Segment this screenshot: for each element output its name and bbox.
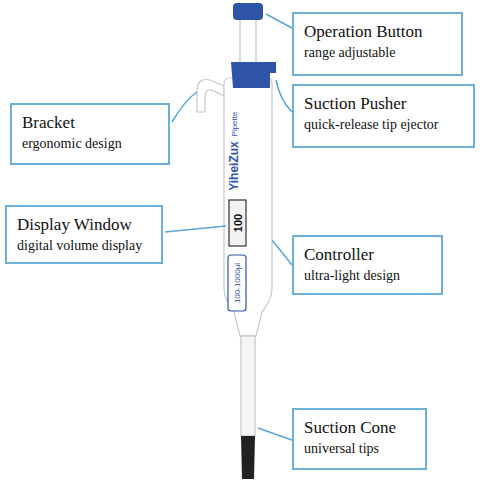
- part-feature: ergonomic design: [22, 134, 158, 153]
- part-feature: range adjustable: [304, 43, 451, 62]
- callout-box: Suction Coneuniversal tips: [292, 408, 427, 470]
- part-feature: universal tips: [304, 439, 415, 458]
- leader-line: [258, 428, 292, 440]
- part-name: Bracket: [22, 112, 158, 134]
- volume-digits: 100: [232, 214, 244, 232]
- volume-range: 100-1000μl: [233, 263, 242, 303]
- part-feature: ultra-light design: [304, 266, 431, 285]
- suction-cone: [241, 436, 255, 479]
- brand-name: YiheiZux: [227, 141, 241, 191]
- pipette-body: [224, 78, 272, 336]
- leader-line: [272, 240, 292, 265]
- part-name: Suction Cone: [304, 417, 415, 439]
- part-name: Suction Pusher: [304, 93, 463, 115]
- operation-button: [233, 3, 263, 20]
- part-feature: digital volume display: [17, 236, 151, 255]
- part-name: Operation Button: [304, 21, 451, 43]
- display-window: [229, 200, 246, 246]
- leader-lines: [165, 14, 292, 440]
- leader-line: [172, 92, 197, 122]
- model-name: Pipette: [230, 112, 239, 137]
- tip-ejector: [231, 62, 276, 88]
- part-name: Display Window: [17, 214, 151, 236]
- leader-line: [165, 226, 226, 232]
- leader-line: [266, 14, 292, 28]
- callout-box: Suction Pusherquick-release tip ejector: [292, 84, 475, 148]
- callout-box: Operation Buttonrange adjustable: [292, 12, 463, 76]
- callout-box: Display Windowdigital volume display: [5, 205, 163, 264]
- bracket-hook: [197, 80, 224, 113]
- range-band: [228, 255, 246, 311]
- pipette: [197, 3, 276, 479]
- callout-box: Bracketergonomic design: [10, 103, 170, 165]
- callout-box: Controllerultra-light design: [292, 235, 443, 295]
- shaft: [241, 336, 255, 436]
- part-feature: quick-release tip ejector: [304, 115, 463, 134]
- leader-line: [276, 80, 292, 112]
- part-name: Controller: [304, 244, 431, 266]
